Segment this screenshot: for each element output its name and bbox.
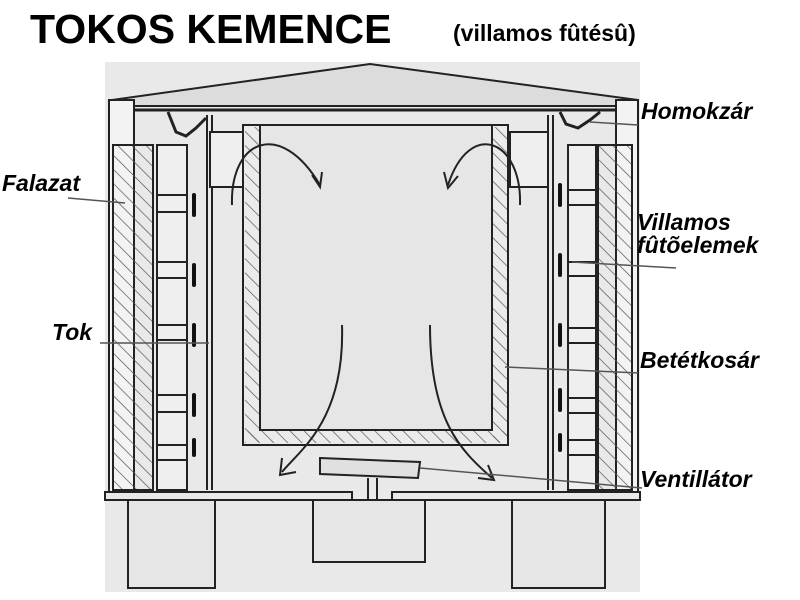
label-homokzar: Homokzár xyxy=(641,98,753,124)
label-ventillator: Ventillátor xyxy=(640,466,752,492)
label-falazat: Falazat xyxy=(2,170,80,196)
element-column-left xyxy=(156,144,188,491)
basket-lug-right xyxy=(509,131,549,188)
fan-blade xyxy=(319,456,422,480)
label-villamos-line2: fûtõelemek xyxy=(637,232,759,258)
airflow-arrows xyxy=(230,143,522,482)
label-villamos-line1: Villamos xyxy=(637,209,731,235)
floor-plate xyxy=(104,491,353,501)
diagram-subtitle: (villamos fûtésû) xyxy=(453,20,636,46)
basket-floor-hatch xyxy=(245,431,507,443)
element-column-right xyxy=(567,144,597,491)
brick-lines-left xyxy=(157,194,187,461)
diagram-title: TOKOS KEMENCE xyxy=(30,6,392,52)
floor-plate-right xyxy=(391,491,641,501)
label-betetkosar: Betétkosár xyxy=(640,347,759,373)
foot-right xyxy=(511,499,606,589)
sand-seal-left xyxy=(166,111,208,138)
motor-housing xyxy=(312,499,426,563)
label-tok: Tok xyxy=(52,319,93,345)
masonry-left xyxy=(112,144,154,491)
basket-wall-right-hatch xyxy=(493,127,507,442)
masonry-right xyxy=(597,144,633,491)
insert-basket-inner xyxy=(259,124,493,431)
basket-wall-left-hatch xyxy=(245,127,259,442)
foot-left xyxy=(127,499,216,589)
leader-lines xyxy=(67,121,677,489)
sand-seal-right xyxy=(558,110,601,130)
brick-lines-right xyxy=(568,189,596,456)
